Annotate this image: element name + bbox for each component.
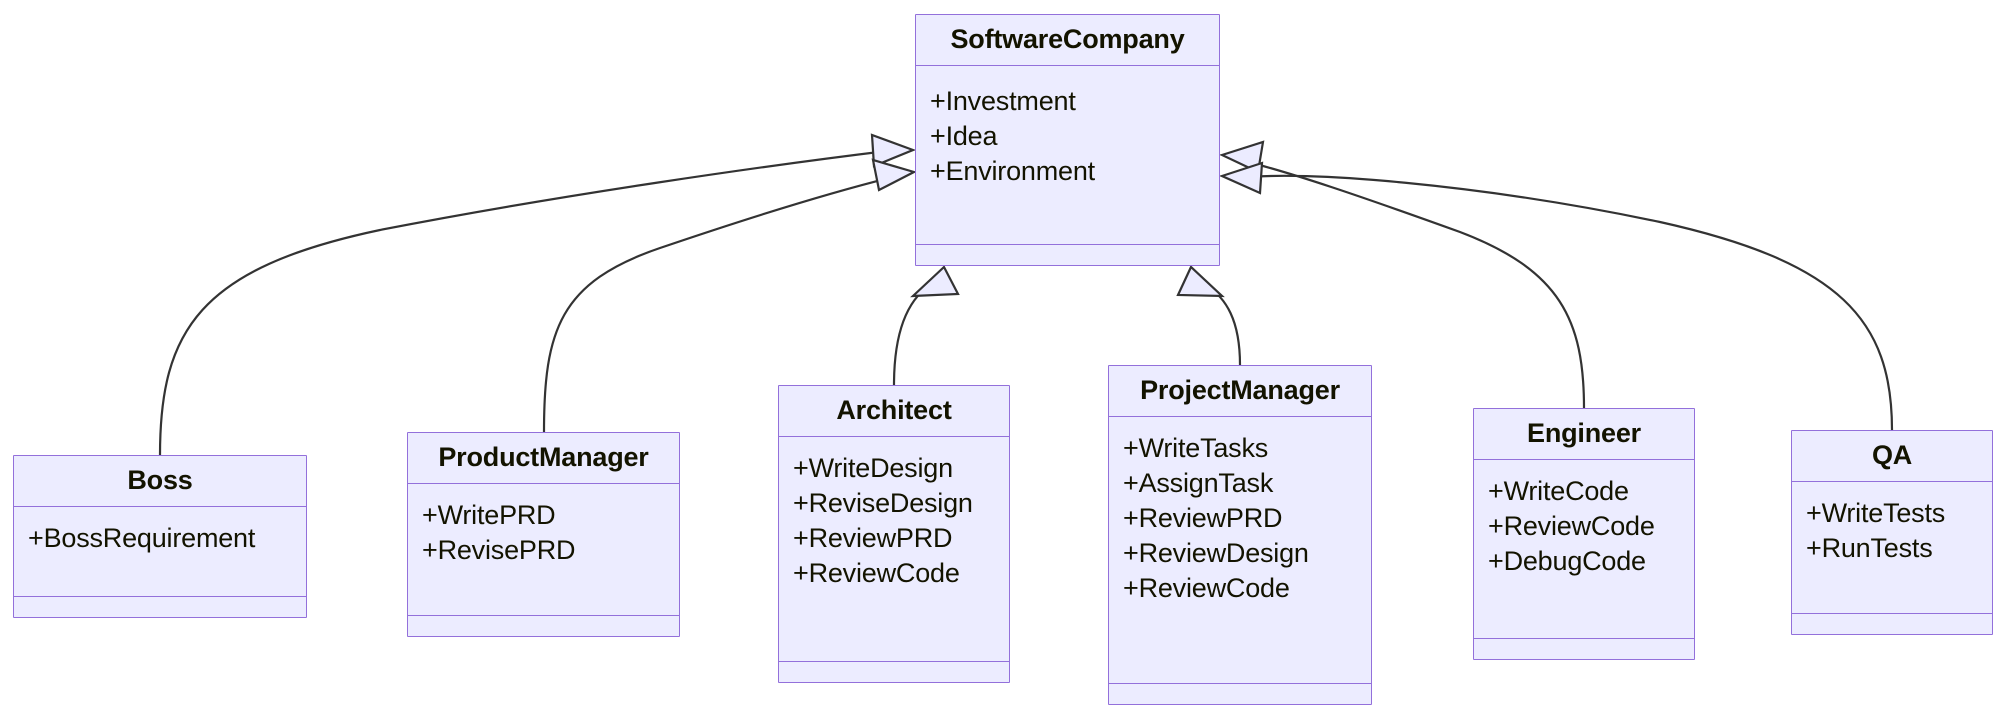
class-member: +RunTests <box>1806 533 1933 563</box>
class-member: +RevisePRD <box>422 535 576 565</box>
class-title-productmanager: ProductManager <box>408 433 679 484</box>
class-member: +WriteTests <box>1806 498 1946 528</box>
class-node-productmanager[interactable]: ProductManager +WritePRD +RevisePRD <box>407 432 680 637</box>
class-node-architect[interactable]: Architect +WriteDesign +ReviseDesign +Re… <box>778 385 1010 683</box>
class-title-qa: QA <box>1792 431 1992 482</box>
class-methods-architect <box>779 662 1009 682</box>
inheritance-arrowhead-architect <box>910 265 960 298</box>
class-member: +WriteCode <box>1488 476 1629 506</box>
class-node-engineer[interactable]: Engineer +WriteCode +ReviewCode +DebugCo… <box>1473 408 1695 660</box>
inheritance-arrowhead-productmanager <box>871 158 917 192</box>
class-member: +WriteTasks <box>1123 433 1269 463</box>
edge-projectmanager-to-softwarecompany <box>1205 284 1242 366</box>
class-member: +ReviewPRD <box>793 523 953 553</box>
class-member: +Investment <box>930 86 1076 116</box>
class-node-boss[interactable]: Boss +BossRequirement <box>13 455 307 618</box>
class-methods-boss <box>14 597 306 617</box>
class-member: +WritePRD <box>422 500 556 530</box>
class-members-productmanager: +WritePRD +RevisePRD <box>408 484 679 616</box>
class-members-architect: +WriteDesign +ReviseDesign +ReviewPRD +R… <box>779 437 1009 662</box>
class-member: +WriteDesign <box>793 453 953 483</box>
class-members-engineer: +WriteCode +ReviewCode +DebugCode <box>1474 460 1694 639</box>
class-member: +ReviewDesign <box>1123 538 1309 568</box>
class-node-qa[interactable]: QA +WriteTests +RunTests <box>1791 430 1993 635</box>
class-member: +AssignTask <box>1123 468 1274 498</box>
class-title-softwarecompany: SoftwareCompany <box>916 15 1219 66</box>
class-title-architect: Architect <box>779 386 1009 437</box>
class-member: +ReviewPRD <box>1123 503 1283 533</box>
class-member: +ReviewCode <box>1123 573 1290 603</box>
class-member: +ReviewCode <box>793 558 960 588</box>
class-members-softwarecompany: +Investment +Idea +Environment <box>916 66 1219 245</box>
class-title-projectmanager: ProjectManager <box>1109 366 1371 417</box>
class-member: +ReviseDesign <box>793 488 973 518</box>
class-member: +BossRequirement <box>28 523 256 553</box>
class-members-projectmanager: +WriteTasks +AssignTask +ReviewPRD +Revi… <box>1109 417 1371 684</box>
class-member: +DebugCode <box>1488 546 1646 576</box>
inheritance-arrowhead-engineer <box>1218 140 1265 174</box>
class-methods-engineer <box>1474 639 1694 659</box>
class-members-boss: +BossRequirement <box>14 507 306 597</box>
class-member: +Environment <box>930 156 1095 186</box>
inheritance-arrowhead-qa <box>1218 161 1264 195</box>
edge-architect-to-softwarecompany <box>892 284 931 386</box>
class-methods-softwarecompany <box>916 245 1219 265</box>
class-node-projectmanager[interactable]: ProjectManager +WriteTasks +AssignTask +… <box>1108 365 1372 705</box>
class-title-boss: Boss <box>14 456 306 507</box>
class-node-softwarecompany[interactable]: SoftwareCompany +Investment +Idea +Envir… <box>915 14 1220 266</box>
inheritance-arrowhead-boss <box>870 133 917 168</box>
class-title-engineer: Engineer <box>1474 409 1694 460</box>
class-member: +Idea <box>930 121 998 151</box>
class-methods-qa <box>1792 614 1992 634</box>
inheritance-arrowhead-projectmanager <box>1176 265 1225 298</box>
class-member: +ReviewCode <box>1488 511 1655 541</box>
class-methods-productmanager <box>408 616 679 636</box>
class-members-qa: +WriteTests +RunTests <box>1792 482 1992 614</box>
class-methods-projectmanager <box>1109 684 1371 704</box>
